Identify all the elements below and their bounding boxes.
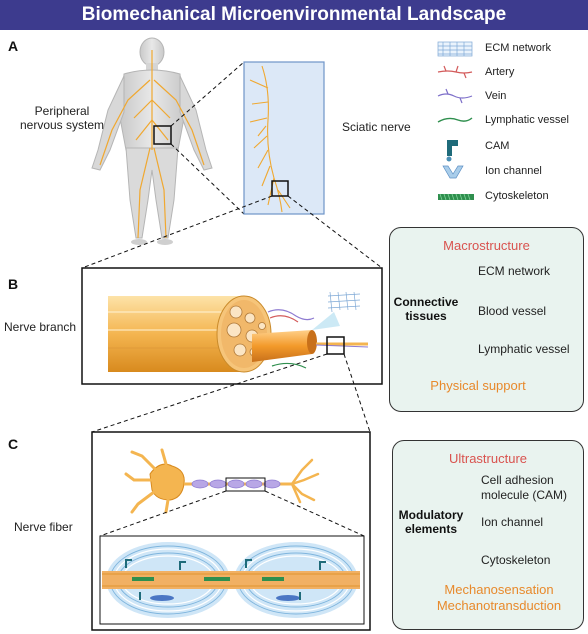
ultrastructure-heading: Ultrastructure — [448, 451, 528, 466]
legend-artery: Artery — [485, 66, 515, 78]
result-mechanosensation: Mechanosensation — [444, 582, 554, 597]
lymphatic-vessel-icon — [437, 117, 473, 123]
modulatory-elements-label: Modulatory elements — [393, 508, 469, 536]
panel-letter-b: B — [8, 276, 19, 292]
legend-cytoskeleton: Cytoskeleton — [485, 190, 549, 202]
ultra-item-cytoskeleton: Cytoskeleton — [481, 553, 551, 567]
macro-item-blood-vessel: Blood vessel — [478, 304, 547, 318]
human-body-illustration — [91, 37, 213, 245]
ultrastructure-box: Ultrastructure Modulatory elements Cell … — [392, 440, 584, 630]
macro-item-ecm-network: ECM network — [478, 264, 551, 278]
artery-icon — [437, 65, 473, 79]
ultra-result: Mechanosensation Mechanotransduction — [419, 582, 579, 614]
nerve-branch-illustration — [108, 291, 369, 373]
label-sciatic-nerve: Sciatic nerve — [342, 120, 411, 134]
ultra-item-cam: Cell adhesion molecule (CAM) — [481, 473, 567, 503]
macro-result-physical-support: Physical support — [430, 378, 526, 393]
zoom-box-thigh — [153, 125, 172, 145]
cam-line-1: Cell adhesion — [481, 473, 554, 487]
legend-lymphatic-vessel: Lymphatic vessel — [485, 114, 569, 126]
zoom-box-branch — [326, 336, 345, 355]
pns-line-1: Peripheral — [34, 104, 90, 118]
legend-ecm-network: ECM network — [485, 42, 552, 54]
myelin-sheath-illustration — [102, 542, 360, 618]
zoom-box-axon — [225, 477, 266, 492]
macrostructure-box: Macrostructure Connective tissues ECM ne… — [389, 227, 584, 412]
ultra-item-ion-channel: Ion channel — [481, 515, 544, 529]
label-peripheral-nervous-system: Peripheral nervous system — [14, 104, 110, 132]
modulatory-line-1: Modulatory — [398, 508, 464, 522]
legend-vein: Vein — [485, 90, 507, 102]
panel-letter-a: A — [8, 38, 19, 54]
zoom-box-sciatic — [271, 180, 289, 197]
legend-cam: CAM — [485, 140, 510, 152]
result-mechanotransduction: Mechanotransduction — [436, 598, 562, 613]
sciatic-nerve-panel — [243, 61, 325, 215]
ion-channel-icon — [442, 165, 464, 179]
pns-line-2: nervous system — [19, 118, 105, 132]
vein-icon — [437, 88, 473, 104]
cam-line-2: molecule (CAM) — [481, 488, 568, 502]
macrostructure-heading: Macrostructure — [443, 238, 530, 253]
label-nerve-branch: Nerve branch — [4, 320, 77, 334]
neuron-illustration — [124, 448, 320, 514]
cytoskeleton-icon — [438, 193, 474, 201]
connective-tissues-label: Connective tissues — [390, 295, 462, 323]
ecm-network-icon — [437, 41, 473, 57]
cam-icon — [446, 140, 458, 162]
modulatory-line-2: elements — [404, 522, 458, 536]
panel-letter-c: C — [8, 436, 19, 452]
connective-line-2: tissues — [405, 309, 447, 323]
legend-ion-channel: Ion channel — [485, 165, 542, 177]
figure-title: Biomechanical Microenvironmental Landsca… — [0, 0, 588, 30]
connective-line-1: Connective — [393, 295, 459, 309]
macro-item-lymphatic-vessel: Lymphatic vessel — [478, 342, 570, 356]
label-nerve-fiber: Nerve fiber — [14, 520, 73, 534]
